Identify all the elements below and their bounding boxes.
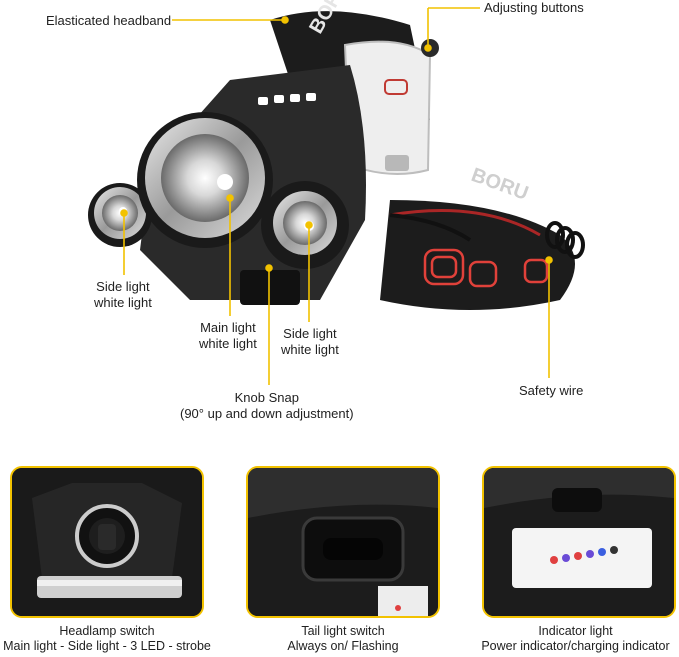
clear-band bbox=[343, 40, 432, 175]
indicator-dot bbox=[586, 550, 594, 558]
side-light-right bbox=[261, 181, 349, 269]
label-knob-snap: Knob Snap(90° up and down adjustment) bbox=[180, 390, 354, 421]
indicator-dot bbox=[562, 554, 570, 562]
label-headband: Elasticated headband bbox=[46, 13, 172, 28]
callout-lines bbox=[120, 7, 553, 385]
safety-wire bbox=[389, 213, 585, 259]
label-adjusting-buttons: Adjusting buttons bbox=[484, 0, 584, 15]
indicator-dot bbox=[598, 548, 606, 556]
headlamp-illustration: BORU BORU bbox=[88, 0, 585, 385]
indicator-dot bbox=[550, 556, 558, 564]
panel-headlamp-switch bbox=[10, 466, 204, 618]
knob-snap bbox=[240, 270, 300, 305]
indicator-dot bbox=[610, 546, 618, 554]
brand-text-band: BORU bbox=[468, 164, 531, 205]
indicator-plate bbox=[512, 528, 652, 588]
main-light bbox=[137, 112, 273, 248]
indicator-dots bbox=[550, 546, 618, 564]
side-light-left bbox=[88, 183, 152, 247]
panel-tail-light-switch bbox=[246, 466, 440, 618]
indicator-dot bbox=[574, 552, 582, 560]
panel-indicator-light bbox=[482, 466, 676, 618]
label-safety-wire: Safety wire bbox=[519, 383, 584, 398]
